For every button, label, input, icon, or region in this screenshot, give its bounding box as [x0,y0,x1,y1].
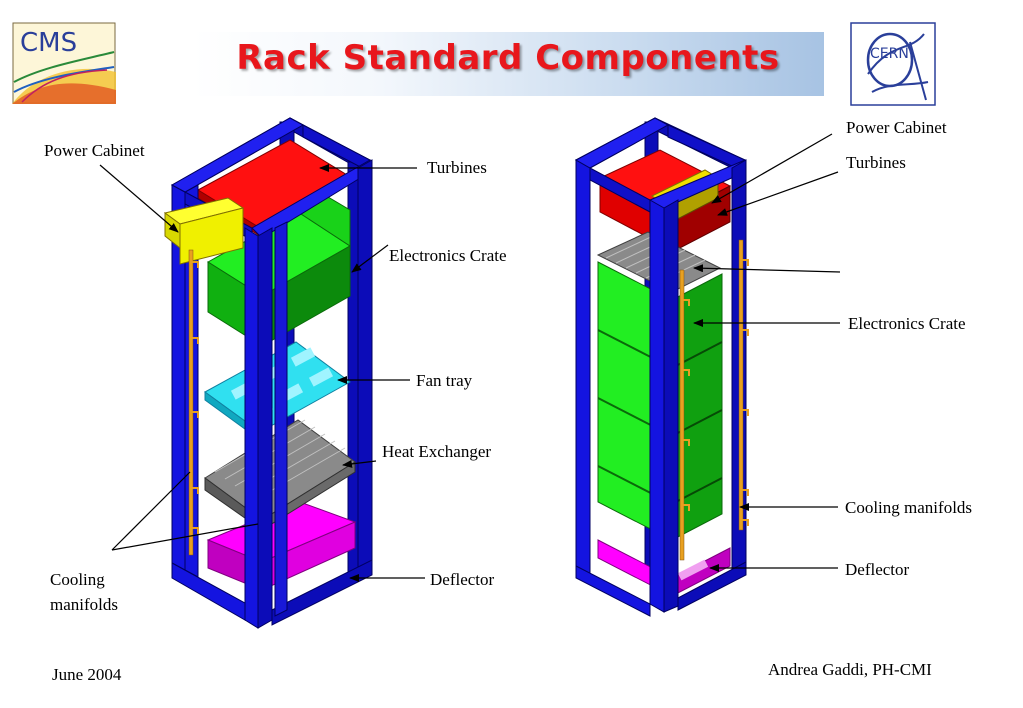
footer-date: June 2004 [52,665,122,684]
cms-logo: CMS [12,22,116,104]
title-banner [192,32,824,96]
cern-logo-text: CERN [870,46,909,62]
left-label-electronics-crate: Electronics Crate [389,246,507,265]
right-label-turbines: Turbines [846,153,906,172]
right-cooling-manifolds [679,239,749,561]
left-label-cooling-line1: Cooling [50,570,105,589]
cms-logo-text: CMS [20,28,78,58]
right-label-electronics-crate: Electronics Crate [848,314,966,333]
right-label-deflector: Deflector [845,560,910,579]
left-callouts [99,164,425,582]
right-rack-front-frame [574,117,747,617]
cern-logo: CERN [850,22,936,106]
right-label-power-cabinet: Power Cabinet [846,118,947,137]
left-rack [163,117,373,629]
right-rack [574,117,749,617]
left-label-turbines: Turbines [427,158,487,177]
page-title: Rack Standard Components [236,38,780,78]
left-label-fan-tray: Fan tray [416,371,473,390]
right-label-cooling-manifolds: Cooling manifolds [845,498,973,517]
left-label-heat-exchanger: Heat Exchanger [382,442,492,461]
footer-author: Andrea Gaddi, PH-CMI [768,660,932,679]
left-cooling-manifold [188,249,199,556]
left-label-power-cabinet: Power Cabinet [44,141,145,160]
right-callouts [693,133,841,572]
left-label-deflector: Deflector [430,570,495,589]
left-label-cooling-line2: manifolds [50,595,118,614]
cern-logo-graphic [850,22,936,106]
cms-logo-graphic [12,22,116,104]
